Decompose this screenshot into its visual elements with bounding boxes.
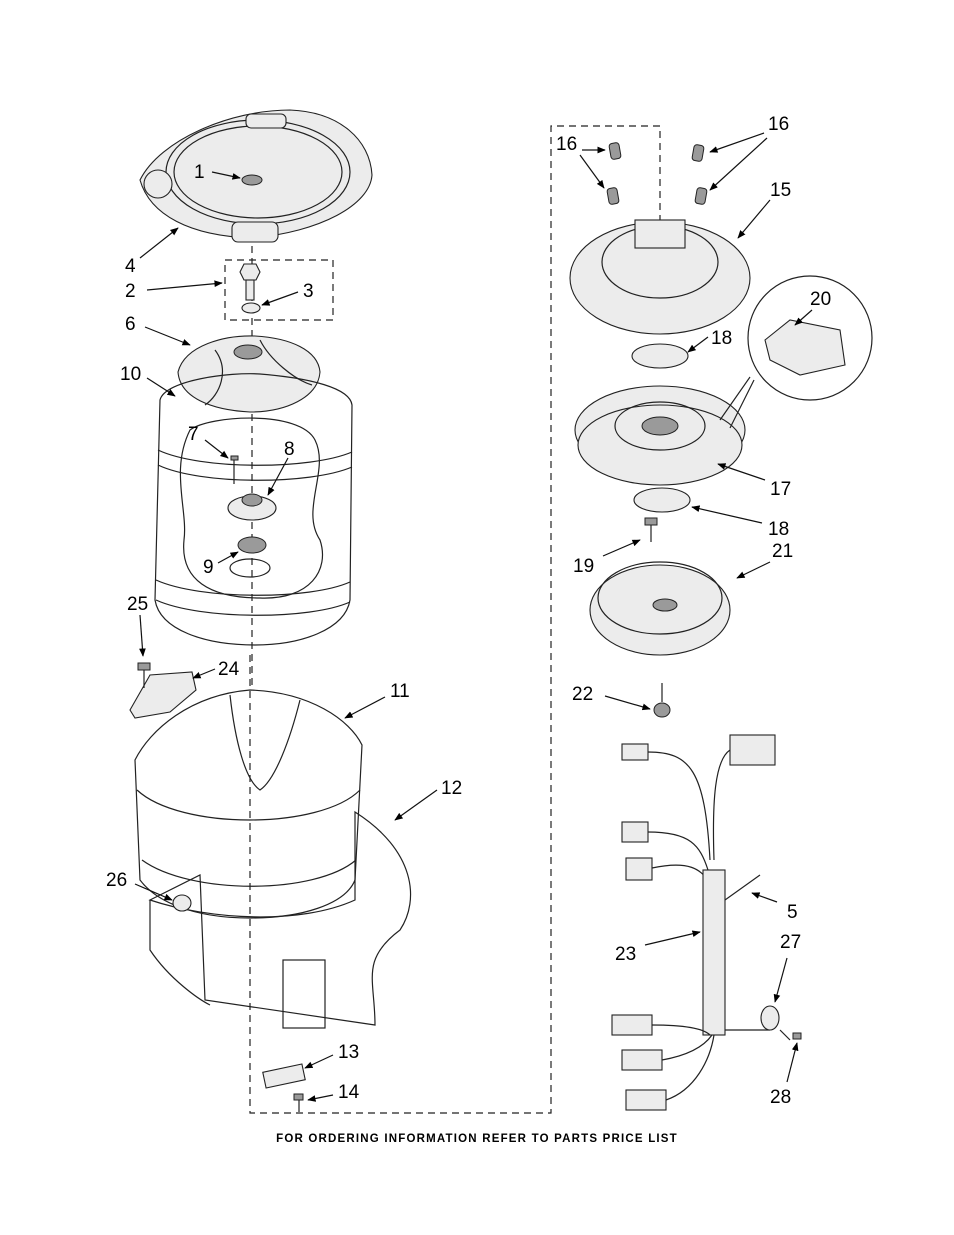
callout-labels: 1 2 3 4 6 10 7 8 9 25 24 11 12 26 13 14 … (106, 114, 831, 1108)
stator-part-17 (574, 385, 746, 486)
screw-part-14 (293, 1093, 304, 1112)
callout-23: 23 (615, 944, 636, 965)
basket-part-10 (154, 373, 353, 646)
callout-4: 4 (125, 256, 136, 277)
wire-harness-part-23 (611, 734, 776, 1111)
screw-part-28 (779, 1029, 802, 1041)
callout-21: 21 (772, 541, 793, 562)
cover-part-24 (129, 671, 197, 719)
callout-5: 5 (787, 902, 798, 923)
callout-7: 7 (188, 424, 199, 445)
callout-10: 10 (120, 364, 141, 385)
bracket-part-13 (262, 1063, 306, 1089)
screw-part-7 (230, 455, 239, 484)
base-lower-part-12 (149, 900, 211, 1006)
callout-13: 13 (338, 1042, 359, 1063)
bolt-part-2 (239, 263, 261, 301)
washer-part-3 (241, 302, 261, 314)
leader-arrows (134, 132, 813, 1102)
dashed-group-frame-center (249, 125, 661, 1114)
base-part-12 (148, 810, 412, 1026)
tub-ring-part-4 (139, 109, 373, 243)
terminal-detail-part-20 (719, 275, 873, 429)
pad-parts-16 (606, 142, 708, 205)
callout-11: 11 (390, 681, 410, 702)
gasket-part-18-bottom (633, 487, 691, 513)
clip-part-27 (760, 1005, 780, 1031)
callout-20: 20 (810, 289, 831, 310)
gasket-part-18-top (631, 343, 689, 369)
ring-cap-part-1 (241, 174, 263, 186)
hub-part-8 (227, 493, 277, 521)
callout-18-top: 18 (711, 328, 732, 349)
rotor-part-21 (589, 561, 731, 656)
callout-12: 12 (441, 778, 462, 799)
callout-27: 27 (780, 932, 801, 953)
callout-6: 6 (125, 314, 136, 335)
bolt-part-22 (653, 683, 671, 718)
callout-17: 17 (770, 479, 791, 500)
callout-26: 26 (106, 870, 127, 891)
callout-3: 3 (303, 281, 314, 302)
callout-24: 24 (218, 659, 240, 680)
screw-part-25 (137, 662, 151, 688)
callout-1: 1 (194, 162, 205, 183)
callout-14: 14 (338, 1082, 360, 1103)
callout-2: 2 (125, 281, 136, 302)
callout-19: 19 (573, 556, 594, 577)
gear-part-9 (229, 536, 271, 578)
mount-ring-part-15 (569, 219, 751, 335)
base-window-part-12 (282, 959, 326, 1029)
callout-16-right: 16 (768, 114, 789, 135)
callout-9: 9 (203, 557, 214, 578)
screw-part-19 (644, 517, 658, 542)
plug-part-26 (172, 894, 192, 912)
callout-28: 28 (770, 1087, 791, 1108)
callout-18-bottom: 18 (768, 519, 789, 540)
ordering-info-footer: FOR ORDERING INFORMATION REFER TO PARTS … (276, 1133, 678, 1145)
outer-tub-part-11 (134, 689, 363, 919)
callout-22: 22 (572, 684, 593, 705)
dashed-group-2-3 (224, 259, 334, 321)
callout-8: 8 (284, 439, 295, 460)
callout-16-left: 16 (556, 134, 577, 155)
callout-25: 25 (127, 594, 148, 615)
callout-15: 15 (770, 180, 791, 201)
